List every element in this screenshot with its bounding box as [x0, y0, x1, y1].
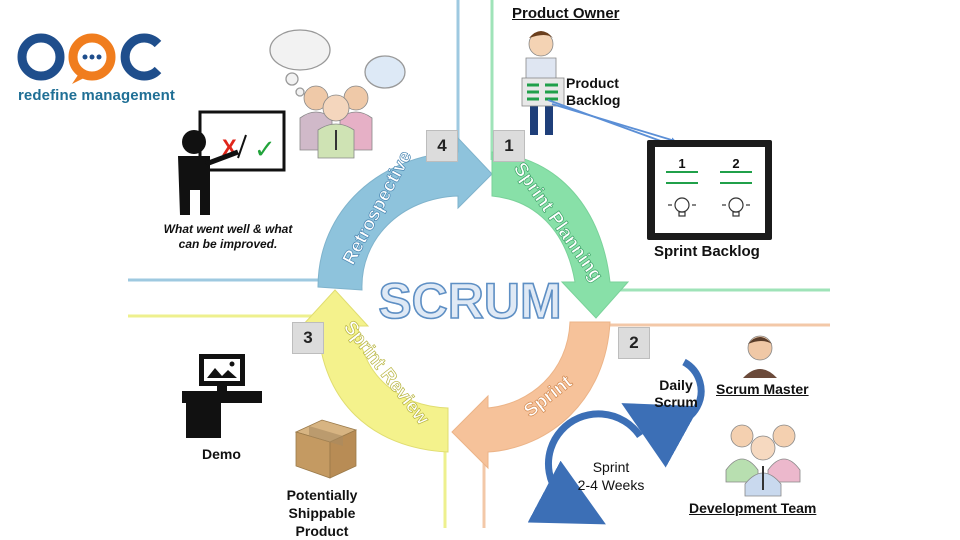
- sprint-backlog-col2: 2: [732, 156, 739, 171]
- logo-c: [120, 33, 162, 81]
- product-line1: Potentially: [286, 487, 358, 503]
- phase-number-3: 3: [292, 322, 324, 354]
- team-people-icon: [299, 85, 373, 159]
- scrum-master-label: Scrum Master: [716, 381, 809, 397]
- retro-caption-line1: What went well & what: [163, 222, 293, 236]
- development-team-label: Development Team: [689, 500, 817, 516]
- daily-scrum-line1: Daily: [659, 377, 693, 393]
- product-owner-figure: [521, 31, 565, 135]
- sprint-backlog-label: Sprint Backlog: [654, 243, 760, 260]
- product-line2: Shippable: [288, 505, 356, 521]
- cycle-arrows: [300, 136, 630, 470]
- teacher-icon: [178, 130, 239, 215]
- shippable-product-label: Potentially Shippable Product: [272, 486, 372, 540]
- logo-speech-icon: [68, 33, 116, 81]
- demo-label: Demo: [202, 446, 241, 462]
- center-title: SCRUM: [378, 273, 561, 329]
- sprint-length-line1: Sprint: [592, 459, 630, 475]
- product-owner-title: Product Owner: [512, 5, 620, 22]
- sprint-cycle-loop-icon: [527, 410, 643, 525]
- phase-number-2: 2: [618, 327, 650, 359]
- sprint-length-line2: 2-4 Weeks: [577, 477, 645, 493]
- phase-number-4: 4: [426, 130, 458, 162]
- sprint-length-label: Sprint 2-4 Weeks: [566, 458, 656, 494]
- retrospective-arrow: [317, 136, 493, 291]
- product-line3: Product: [295, 523, 349, 539]
- retro-caption: What went well & what can be improved.: [148, 222, 308, 252]
- retro-illustration: X ✓: [178, 29, 406, 215]
- product-backlog-line1: Product: [566, 75, 619, 91]
- product-backlog-label: Product Backlog: [566, 75, 620, 109]
- daily-scrum-line2: Scrum: [654, 394, 698, 410]
- retro-caption-line2: can be improved.: [178, 237, 278, 251]
- logo-tagline: redefine management: [18, 87, 175, 104]
- desk-icon: [182, 391, 262, 403]
- sprint-planning-arrow: [491, 151, 630, 319]
- package-box-icon: [294, 419, 358, 479]
- demo-illustration: [182, 354, 262, 438]
- sprint-backlog-col1: 1: [678, 156, 685, 171]
- speech-bubble-icon: [364, 55, 406, 89]
- scrum-master-icon: [743, 335, 777, 378]
- development-team-icon: [725, 424, 801, 497]
- quadrant-dividers: [128, 0, 830, 528]
- phase-number-1: 1: [493, 130, 525, 162]
- logo-circle-left: [17, 33, 65, 81]
- thought-bubble-icon: [269, 29, 331, 71]
- sprint-arrow: [451, 321, 611, 470]
- daily-scrum-loop-icon: [621, 358, 705, 468]
- sprint-review-arrow: [300, 289, 449, 453]
- sprint-backlog-board: 1 2: [647, 140, 772, 240]
- lightbulb-icon: [668, 197, 750, 217]
- daily-scrum-label: Daily Scrum: [648, 377, 704, 411]
- logo: [17, 33, 162, 84]
- whiteboard: [198, 110, 286, 172]
- product-backlog-line2: Backlog: [566, 92, 621, 108]
- check-mark: ✓: [254, 135, 276, 165]
